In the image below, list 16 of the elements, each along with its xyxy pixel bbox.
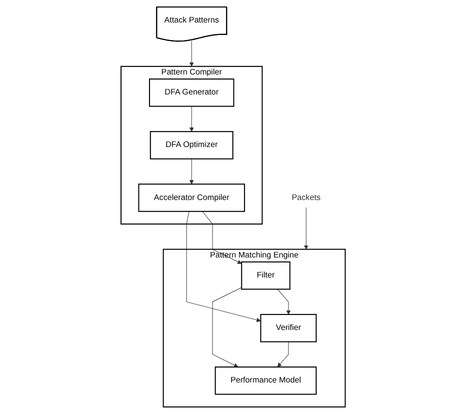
arrow (189, 106, 194, 132)
arrow (277, 288, 291, 315)
node-box: Performance Model (214, 366, 317, 395)
node-text: Packets (292, 193, 320, 202)
node-box: DFA Optimizer (150, 131, 234, 160)
arrow (277, 342, 289, 368)
arrow (186, 211, 261, 322)
node-box: Filter (240, 261, 290, 290)
node-box: DFA Generator (148, 78, 234, 107)
arrow (304, 207, 308, 250)
node-box: Verifier (260, 314, 317, 342)
arrow (212, 287, 242, 368)
node-box: Accelerator Compiler (138, 184, 245, 212)
arrow (202, 211, 242, 264)
arrow (189, 158, 194, 184)
arrow (189, 40, 194, 67)
